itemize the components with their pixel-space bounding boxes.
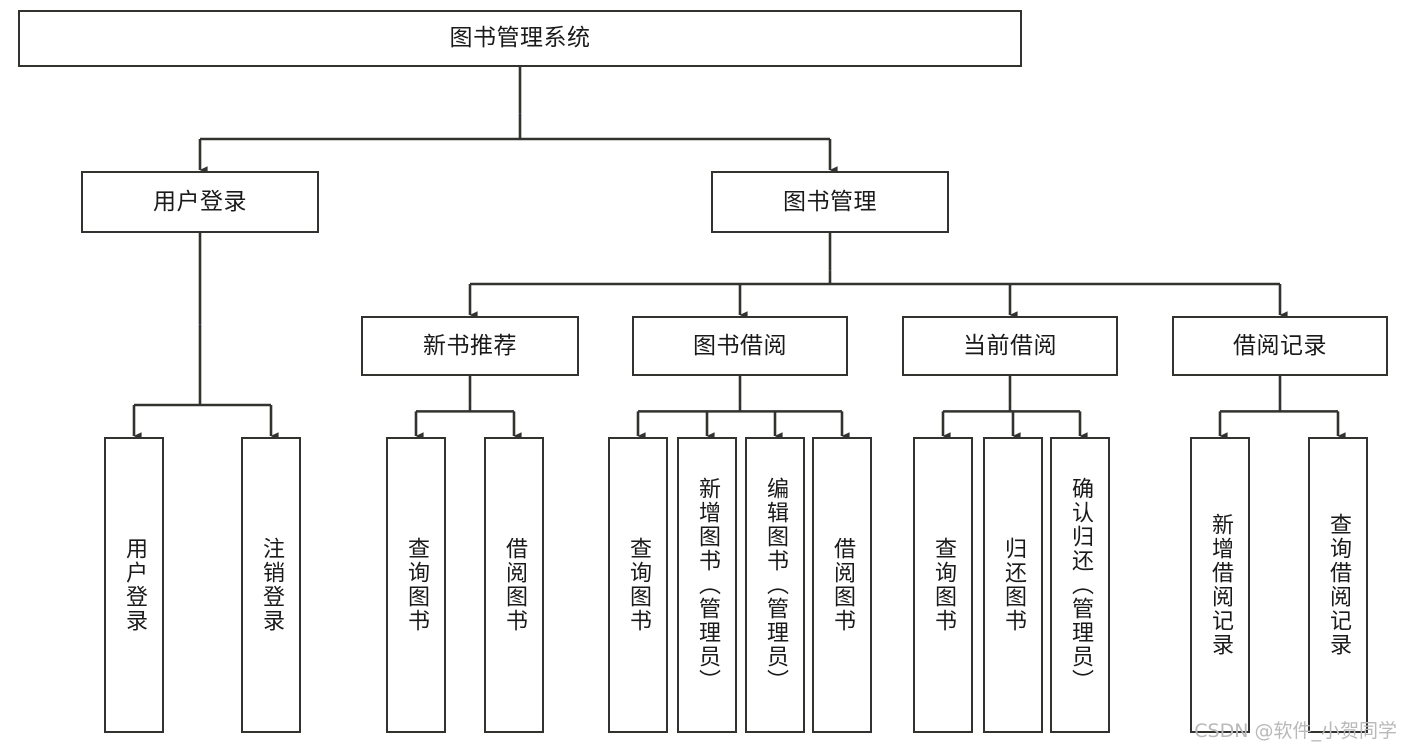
node-box[interactable]: 图书借阅 (632, 316, 848, 376)
node-label: 借阅记录 (1233, 332, 1327, 359)
node-box[interactable]: 确认归还（管理员） (1050, 437, 1110, 733)
node-box[interactable]: 归还图书 (983, 437, 1043, 733)
node-box[interactable]: 查询图书 (386, 437, 446, 733)
node-box[interactable]: 图书管理 (711, 171, 949, 233)
node-box[interactable]: 借阅图书 (812, 437, 872, 733)
node-box[interactable]: 新书推荐 (361, 316, 579, 376)
node-box[interactable]: 编辑图书（管理员） (745, 437, 805, 733)
node-label: 图书管理 (783, 188, 877, 215)
node-box[interactable]: 新增图书（管理员） (677, 437, 737, 733)
node-label: 确认归还（管理员） (1068, 477, 1093, 693)
node-label: 图书管理系统 (449, 25, 591, 52)
node-label: 当前借阅 (963, 332, 1057, 359)
node-box[interactable]: 借阅记录 (1172, 316, 1388, 376)
node-label: 新增借阅记录 (1208, 513, 1233, 657)
node-label: 新增图书（管理员） (695, 477, 720, 693)
node-box[interactable]: 注销登录 (241, 437, 301, 733)
node-box[interactable]: 查询借阅记录 (1308, 437, 1368, 733)
node-label: 查询图书 (626, 537, 651, 633)
node-label: 图书借阅 (693, 332, 787, 359)
node-label: 归还图书 (1001, 537, 1026, 633)
node-box[interactable]: 用户登录 (81, 171, 319, 233)
node-label: 用户登录 (122, 537, 147, 633)
node-label: 查询图书 (404, 537, 429, 633)
connector-group (132, 67, 1346, 440)
node-box[interactable]: 查询图书 (608, 437, 668, 733)
node-label: 用户登录 (153, 188, 247, 215)
node-label: 新书推荐 (423, 332, 517, 359)
node-label: 注销登录 (259, 537, 284, 633)
node-box[interactable]: 用户登录 (104, 437, 164, 733)
node-root[interactable]: 图书管理系统 (18, 10, 1022, 67)
node-box[interactable]: 借阅图书 (484, 437, 544, 733)
node-label: 编辑图书（管理员） (763, 477, 788, 693)
node-box[interactable]: 查询图书 (913, 437, 973, 733)
node-label: 借阅图书 (502, 537, 527, 633)
node-label: 借阅图书 (830, 537, 855, 633)
node-box[interactable]: 新增借阅记录 (1190, 437, 1250, 733)
node-label: 查询图书 (931, 537, 956, 633)
node-label: 查询借阅记录 (1326, 513, 1351, 657)
node-box[interactable]: 当前借阅 (902, 316, 1118, 376)
